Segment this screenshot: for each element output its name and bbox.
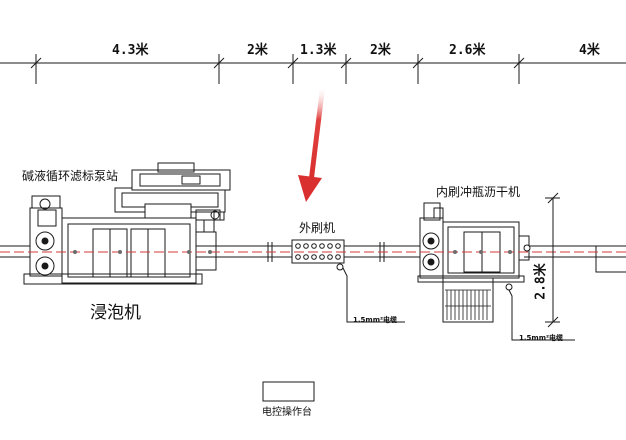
dimension-label-3: 1.3米 bbox=[300, 43, 337, 58]
height-dimension-label: 2.8米 bbox=[533, 263, 549, 300]
console-box bbox=[262, 381, 315, 402]
dimension-label-6: 4米 bbox=[579, 43, 600, 58]
cable-label-b: 1.5mm²电缆 bbox=[519, 334, 564, 342]
pump-station-label: 碱液循环滤标泵站 bbox=[22, 169, 119, 183]
inner-brush-dryer-label: 内刷冲瓶沥干机 bbox=[436, 185, 521, 199]
soaking-machine-label: 浸泡机 bbox=[90, 303, 141, 323]
dimension-label-1: 4.3米 bbox=[112, 43, 149, 58]
pointer-arrow bbox=[298, 88, 325, 202]
outer-brush-label: 外刷机 bbox=[299, 221, 336, 235]
height-dimension bbox=[545, 192, 560, 328]
dimension-label-5: 2.6米 bbox=[449, 43, 486, 58]
product-centerline bbox=[0, 250, 626, 254]
dimension-label-2: 2米 bbox=[247, 43, 268, 58]
inner-sprockets bbox=[422, 232, 531, 291]
console-label: 电控操作台 bbox=[262, 407, 312, 418]
outer-brush-machine bbox=[291, 239, 345, 271]
cable-leaders bbox=[342, 267, 575, 341]
soaking-sprockets bbox=[35, 198, 220, 276]
cable-label-a: 1.5mm²电缆 bbox=[353, 316, 398, 324]
dimension-line bbox=[0, 54, 626, 84]
dimension-label-4: 2米 bbox=[370, 43, 391, 58]
inner-brush-bristles bbox=[445, 289, 491, 320]
